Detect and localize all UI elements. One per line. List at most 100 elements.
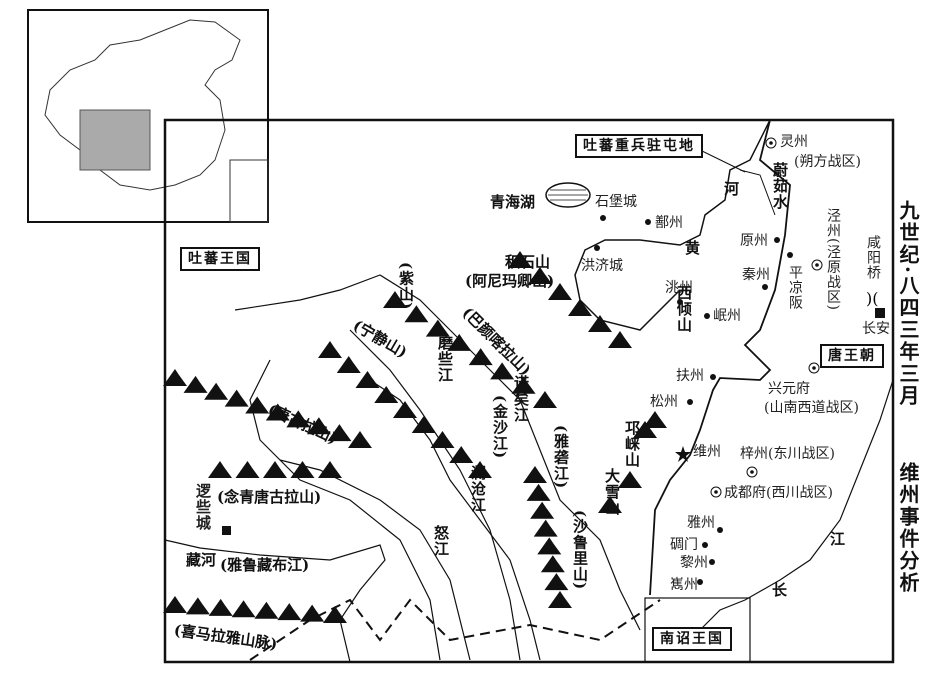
changjiang-jiang-label: 江 bbox=[830, 530, 846, 548]
jinsha-river-label: (金沙江) bbox=[491, 395, 509, 460]
moxie-river-label: 磨些江 bbox=[436, 335, 454, 383]
mountain-icon bbox=[468, 348, 493, 366]
mountain-icon bbox=[468, 461, 492, 478]
mountain-icon bbox=[430, 431, 455, 448]
war-zone-dots bbox=[714, 141, 819, 494]
mountain-icon bbox=[355, 371, 380, 388]
place-luoxie: 逻些城 bbox=[194, 483, 212, 531]
mountain-icon bbox=[511, 376, 536, 394]
mountain-icon bbox=[618, 471, 642, 488]
war-zone-markers bbox=[710, 137, 823, 498]
xiqing-mountain-label: 西倾山 bbox=[675, 285, 693, 333]
city-markers bbox=[222, 215, 885, 585]
south-sea-inset bbox=[229, 159, 269, 223]
yarlung-river-label: (雅鲁藏布江) bbox=[220, 556, 310, 574]
zang-river-label: 藏河 bbox=[186, 551, 217, 569]
place-taozhou: 洮州 bbox=[665, 280, 693, 296]
mountain-icon bbox=[447, 333, 472, 351]
place-changan: 长安 bbox=[862, 321, 890, 337]
mountain-icon bbox=[235, 461, 260, 478]
place-songzhou: 松州 bbox=[650, 394, 678, 410]
mountain-icon bbox=[393, 401, 417, 418]
mountain-icon bbox=[183, 375, 208, 393]
mountain-icon bbox=[608, 331, 632, 348]
inset-highlight-region bbox=[79, 109, 151, 171]
mountain-icon bbox=[277, 603, 302, 621]
daxue-mountain-label: 大雪山 bbox=[603, 468, 621, 516]
mountain-icon bbox=[383, 291, 407, 308]
mountain-icon bbox=[449, 446, 474, 463]
nanzhao-boundary bbox=[249, 598, 661, 661]
place-xingyuan: 兴元府 bbox=[768, 381, 810, 397]
mountain-icon bbox=[374, 386, 399, 403]
mountain-icon bbox=[254, 601, 279, 619]
map-title: 九世纪·八四三年三月 bbox=[896, 200, 920, 407]
place-pingliang: 平凉阪 bbox=[787, 265, 803, 310]
mountain-icon bbox=[306, 417, 331, 435]
mountain-icon bbox=[530, 501, 555, 519]
mountain-icon bbox=[286, 410, 311, 428]
mountain-icon bbox=[318, 341, 342, 358]
bridge-icon: )( bbox=[866, 289, 878, 308]
mountain-icon bbox=[348, 431, 372, 448]
mountain-icon bbox=[526, 483, 551, 501]
place-hongji: 洪济城 bbox=[581, 258, 623, 274]
tibet-garrison-label: 吐蕃重兵驻屯地 bbox=[575, 134, 703, 158]
mountain-icon bbox=[523, 466, 547, 483]
yellow-river bbox=[574, 119, 771, 331]
mountain-icon bbox=[300, 604, 325, 622]
mountain-icon bbox=[588, 315, 612, 332]
mountain-icon bbox=[265, 403, 290, 421]
lake-hatch bbox=[548, 189, 588, 201]
map-subtitle: 维州事件分析 bbox=[896, 462, 920, 594]
mountain-icon bbox=[185, 597, 210, 615]
yalong-river-label: (雅砻江) bbox=[552, 425, 570, 490]
place-lizhou: 黎州 bbox=[680, 555, 708, 571]
place-yazhou: 雅州 bbox=[687, 515, 715, 531]
nyenchen-mountain-label: (念青唐古拉山) bbox=[217, 488, 322, 506]
river-huang-label: 黄 bbox=[685, 239, 701, 257]
mountain-icon bbox=[323, 606, 347, 623]
mountain-icon bbox=[537, 537, 562, 555]
mountain-range-icons bbox=[163, 251, 667, 623]
changjiang-chang-label: 长 bbox=[772, 581, 788, 599]
animaqing-mountain-label: (阿尼玛卿山) bbox=[465, 272, 555, 290]
mountain-icon bbox=[208, 461, 232, 478]
place-xianyang-bridge: 咸阳桥 bbox=[865, 235, 881, 280]
tang-dynasty-label: 唐王朝 bbox=[820, 344, 884, 368]
mountain-icon bbox=[263, 461, 287, 478]
mountain-icon bbox=[224, 389, 249, 407]
mountain-icon bbox=[633, 421, 657, 438]
weiru-river-label: 蔚茹水 bbox=[771, 162, 789, 210]
mountain-icon bbox=[528, 267, 552, 284]
mountain-icon bbox=[643, 411, 667, 428]
mountain-icon bbox=[533, 391, 557, 408]
place-weizhou: 维州 bbox=[693, 444, 721, 460]
place-yuanzhou: 原州 bbox=[740, 233, 768, 249]
mountain-icon bbox=[411, 416, 436, 433]
mountain-icon bbox=[425, 319, 450, 337]
mountain-icon bbox=[540, 555, 565, 573]
mountain-icon bbox=[204, 382, 229, 400]
place-zizhou: 梓州(东川战区) bbox=[740, 446, 835, 462]
mountain-icon bbox=[290, 461, 315, 478]
qinghai-lake-label: 青海湖 bbox=[490, 193, 536, 211]
mountain-icon bbox=[245, 396, 270, 414]
qionglai-mountain-label: 邛崃山 bbox=[623, 420, 641, 468]
mountain-icon bbox=[327, 424, 352, 442]
tang-border bbox=[649, 119, 791, 596]
place-shibao: 石堡城 bbox=[595, 194, 637, 210]
mountain-icon bbox=[533, 519, 558, 537]
callout-line bbox=[699, 149, 746, 173]
place-shuofang: (朔方战区) bbox=[794, 154, 861, 170]
mountain-icon bbox=[318, 461, 342, 478]
place-qinzhou: 秦州 bbox=[742, 267, 770, 283]
mountain-icon bbox=[548, 283, 572, 300]
mountain-icon bbox=[508, 251, 532, 268]
mountain-icon bbox=[548, 591, 572, 608]
mountain-icon bbox=[163, 596, 187, 613]
place-chengdu: 成都府(西川战区) bbox=[724, 485, 833, 501]
place-minzhou: 岷州 bbox=[713, 308, 741, 324]
place-fuzhou: 扶州 bbox=[676, 368, 704, 384]
zi-mountain-label: (紫山) bbox=[397, 262, 415, 311]
